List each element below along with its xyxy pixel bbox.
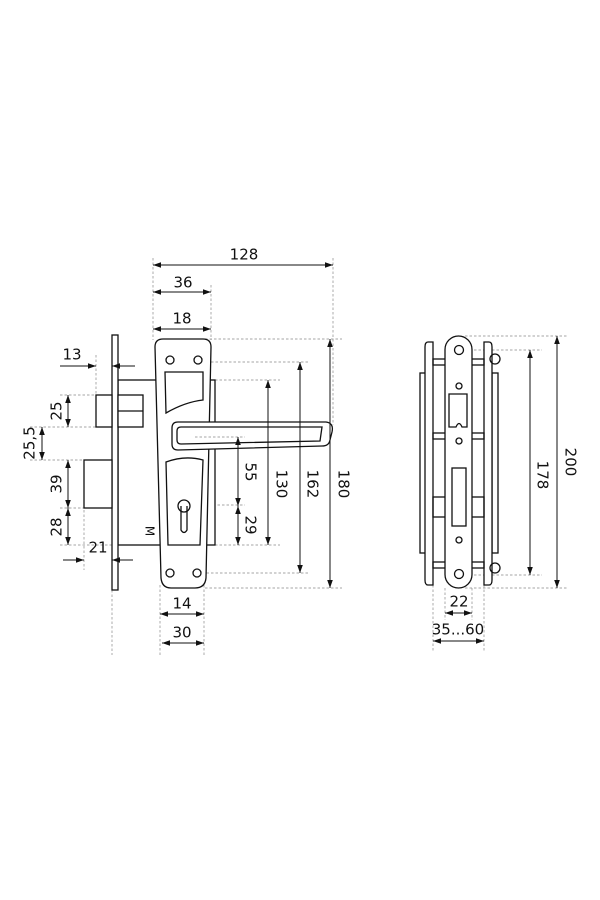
dim-18: 18	[172, 310, 191, 328]
dim-178: 178	[534, 461, 552, 490]
dim-55: 55	[242, 462, 260, 481]
dim-21: 21	[88, 539, 107, 557]
dim-13: 13	[62, 346, 81, 364]
dim-130: 130	[273, 470, 291, 499]
side-view: 178 200 22 35...60	[419, 335, 580, 652]
screw-hole-icon	[455, 437, 463, 445]
cylinder-mark: M	[143, 526, 157, 536]
dead-bolt	[83, 459, 113, 509]
screw-hole-icon	[165, 568, 175, 578]
front-view: M 128 36 18 13 2	[21, 246, 353, 655]
latch-opening	[448, 393, 468, 428]
screw-hole-icon	[193, 355, 203, 365]
screw-hole-icon	[455, 382, 463, 390]
left-plate	[424, 341, 434, 586]
right-rose	[491, 372, 499, 554]
screw-hole-icon	[165, 355, 175, 365]
bolt-opening	[451, 467, 467, 527]
dim-14: 14	[172, 595, 191, 613]
dim-22: 22	[449, 593, 468, 611]
upper-recess	[164, 371, 204, 415]
dim-128: 128	[230, 246, 259, 264]
screw-hole-icon	[455, 536, 463, 544]
dim-35-60: 35...60	[432, 621, 484, 639]
dim-25-5: 25,5	[21, 426, 39, 459]
side-faceplate	[444, 335, 473, 589]
dim-29: 29	[242, 515, 260, 534]
screw-hole-icon	[453, 344, 465, 356]
dimension-lines	[433, 336, 560, 644]
dim-36: 36	[173, 274, 192, 292]
dim-39: 39	[48, 474, 66, 493]
screw-hole-icon	[192, 568, 202, 578]
dim-180: 180	[335, 470, 353, 499]
lever-handle	[171, 421, 334, 451]
dim-28: 28	[48, 517, 66, 536]
dim-25: 25	[48, 401, 66, 420]
dim-162: 162	[304, 470, 322, 499]
dim-200: 200	[562, 448, 580, 477]
faceplate	[111, 334, 119, 591]
right-plate	[483, 341, 493, 586]
dimension-lines	[39, 262, 333, 646]
latch-bolt	[95, 394, 113, 428]
cylinder-keyhole-icon	[177, 499, 191, 534]
dim-30: 30	[172, 624, 191, 642]
screw-hole-icon	[453, 568, 465, 580]
lower-recess	[165, 457, 204, 546]
